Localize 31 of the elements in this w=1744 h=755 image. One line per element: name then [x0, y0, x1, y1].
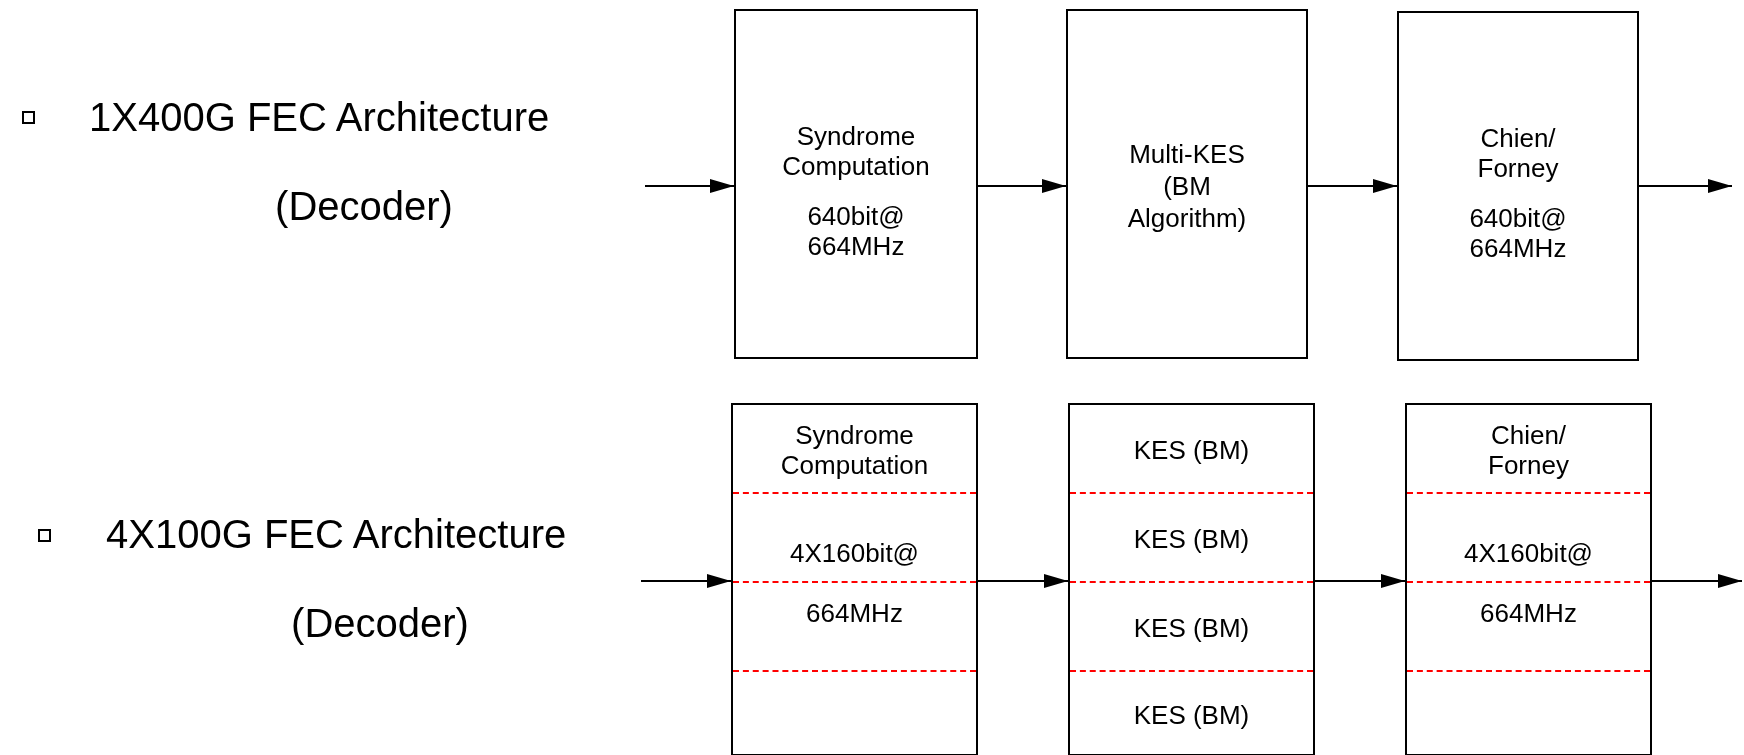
block-label: Multi-KES (BM Algorithm) — [1126, 138, 1248, 234]
block-label: 4X160bit@ 664MHz — [1462, 537, 1594, 630]
arrow — [640, 574, 732, 588]
arrow — [1307, 179, 1398, 193]
block-label: KES (BM) — [1132, 523, 1251, 554]
heading-text: (Decoder) — [291, 600, 469, 647]
heading-text: 1X400G FEC Architecture — [89, 94, 550, 141]
block-label: Chien/ Forney — [1487, 419, 1570, 480]
arrow — [977, 179, 1067, 193]
arrow — [1651, 574, 1743, 588]
heading-text: 4X100G FEC Architecture — [106, 511, 567, 558]
process-box — [1068, 403, 1315, 755]
heading-text: (Decoder) — [275, 183, 453, 230]
process-box — [1397, 11, 1639, 361]
block-label: Syndrome Computation — [781, 121, 931, 181]
process-box — [734, 9, 978, 359]
block-label: 4X160bit@ 664MHz — [788, 537, 920, 630]
block-label: Chien/ Forney — [1476, 123, 1560, 183]
block-label: Syndrome Computation — [779, 419, 930, 480]
block-label: 640bit@ 664MHz — [806, 201, 906, 261]
block-label: KES (BM) — [1132, 612, 1251, 643]
arrow — [644, 179, 735, 193]
arrow — [977, 574, 1069, 588]
process-box — [731, 403, 978, 755]
arrow — [1638, 179, 1733, 193]
block-label: 640bit@ 664MHz — [1468, 203, 1568, 263]
process-box — [1066, 9, 1308, 359]
block-label: KES (BM) — [1132, 434, 1251, 465]
block-label: KES (BM) — [1132, 700, 1251, 730]
arrow — [1314, 574, 1406, 588]
process-box — [1405, 403, 1652, 755]
